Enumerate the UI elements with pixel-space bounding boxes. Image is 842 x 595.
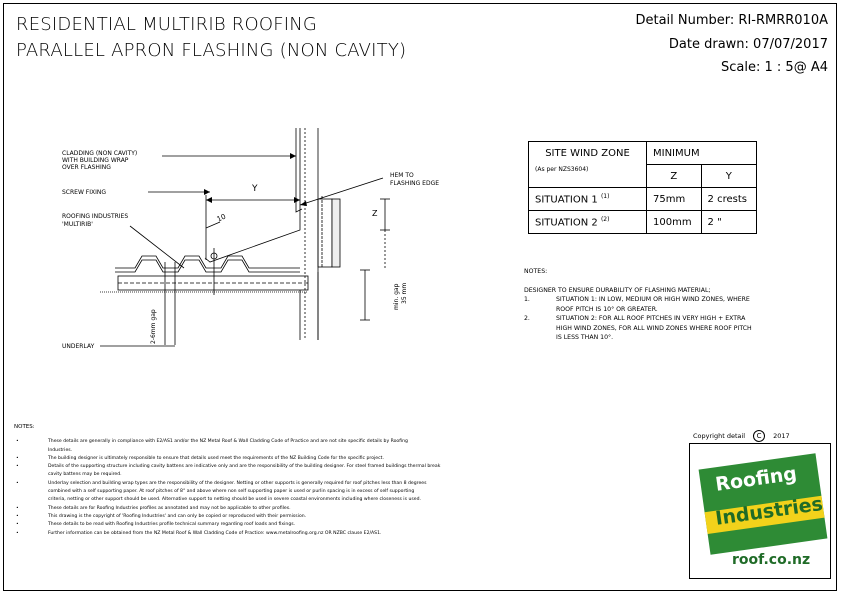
site-wind-zone-ref: (As per NZS3604) — [535, 166, 589, 173]
right-notes-intro: DESIGNER TO ENSURE DURABILITY OF FLASHIN… — [524, 286, 711, 294]
table-row: SITUATION 1 (1) 75mm 2 crests — [528, 187, 758, 211]
title-line-1: RESIDENTIAL MULTIRIB ROOFING — [16, 14, 318, 35]
situation-2-z: 100mm — [646, 210, 702, 234]
logo-background-icon — [698, 453, 828, 555]
label-multirib: 'MULTIRIB' — [62, 221, 93, 228]
header-site-wind-zone: SITE WIND ZONE (As per NZS3604) — [528, 141, 647, 188]
list-item: •These details to be read with Roofing I… — [16, 522, 296, 528]
label-flashing-edge: FLASHING EDGE — [390, 180, 440, 187]
label-roofing-industries: ROOFING INDUSTRIES — [62, 213, 129, 220]
dim-y: Y — [252, 184, 258, 194]
scale: Scale: 1 : 5@ A4 — [721, 60, 828, 75]
list-item: •This drawing is the copyright of 'Roofi… — [16, 513, 307, 519]
list-item: criteria, netting or other support shoul… — [48, 497, 421, 503]
drawing-frame — [3, 3, 837, 591]
date-drawn: Date drawn: 07/07/2017 — [668, 37, 828, 52]
dim-z: Z — [372, 209, 378, 218]
situation-1-z: 75mm — [646, 187, 702, 211]
bottom-notes-heading: NOTES: — [14, 424, 35, 430]
situation-1-y: 2 crests — [700, 187, 758, 211]
list-item: cavity battens may be required. — [48, 472, 122, 478]
title-line-2: PARALLEL APRON FLASHING (NON CAVITY) — [16, 40, 407, 61]
list-item: Industries. — [48, 447, 73, 453]
situation-2-label: SITUATION 2 (2) — [528, 210, 647, 234]
dim-35mm: 35 mm — [401, 282, 408, 304]
copyright-symbol-icon: C — [753, 430, 766, 442]
right-notes-heading: NOTES: — [524, 268, 548, 275]
list-item: •These details are for Roofing Industrie… — [16, 505, 291, 511]
bottom-notes: NOTES: •These details are generally in c… — [14, 423, 678, 538]
list-item: •These details are generally in complian… — [16, 439, 408, 445]
label-underlay: UNDERLAY — [62, 343, 95, 350]
wind-zone-table: SITE WIND ZONE (As per NZS3604) MINIMUM … — [528, 141, 758, 234]
right-note-2-text: SITUATION 2: FOR ALL ROOF PITCHES IN VER… — [556, 315, 752, 341]
label-over-flashing: OVER FLASHING — [62, 164, 111, 171]
list-item: •Further information can be obtained fro… — [16, 530, 382, 536]
list-item: •Underlay selection and building wrap ty… — [16, 480, 427, 486]
list-item: •The building designer is ultimately res… — [16, 455, 384, 461]
label-building-wrap: WITH BUILDING WRAP — [62, 157, 129, 164]
roofing-industries-logo: Roofing Industries roof.co.nz — [689, 443, 831, 579]
dim-min-gap: min. gap — [393, 283, 400, 310]
copyright-label: Copyright detail — [693, 432, 746, 440]
detail-number: Detail Number: RI-RMRR010A — [635, 13, 828, 28]
situation-1-label: SITUATION 1 (1) — [528, 187, 647, 211]
right-note-1-num: 1. — [524, 296, 530, 303]
header-minimum: MINIMUM — [646, 141, 757, 165]
right-notes: NOTES: DESIGNER TO ENSURE DURABILITY OF … — [524, 267, 752, 343]
label-hem-to: HEM TO — [390, 172, 414, 179]
right-note-2-num: 2. — [524, 315, 530, 322]
table-row: SITUATION 2 (2) 100mm 2 " — [528, 210, 758, 234]
label-screw-fixing: SCREW FIXING — [62, 189, 107, 196]
right-note-2: 2. SITUATION 2: FOR ALL ROOF PITCHES IN … — [524, 314, 752, 343]
label-cladding: CLADDING (NON CAVITY) — [62, 150, 138, 157]
logo-url-text: roof.co.nz — [732, 552, 811, 568]
copyright-year: 2017 — [773, 432, 790, 440]
header-z: Z — [646, 164, 702, 188]
situation-2-y: 2 " — [700, 210, 758, 234]
copyright: Copyright detail C 2017 — [693, 430, 790, 442]
right-note-1: 1. SITUATION 1: IN LOW, MEDIUM OR HIGH W… — [524, 295, 752, 314]
header-y: Y — [700, 164, 758, 188]
list-item: combined with a self supporting paper. A… — [48, 489, 415, 495]
site-wind-zone-label: SITE WIND ZONE — [545, 148, 630, 159]
dim-2-6mm-gap: 2-6mm gap — [150, 309, 157, 344]
list-item: •Details of the supporting structure inc… — [16, 464, 441, 470]
right-note-1-text: SITUATION 1: IN LOW, MEDIUM OR HIGH WIND… — [556, 296, 750, 313]
